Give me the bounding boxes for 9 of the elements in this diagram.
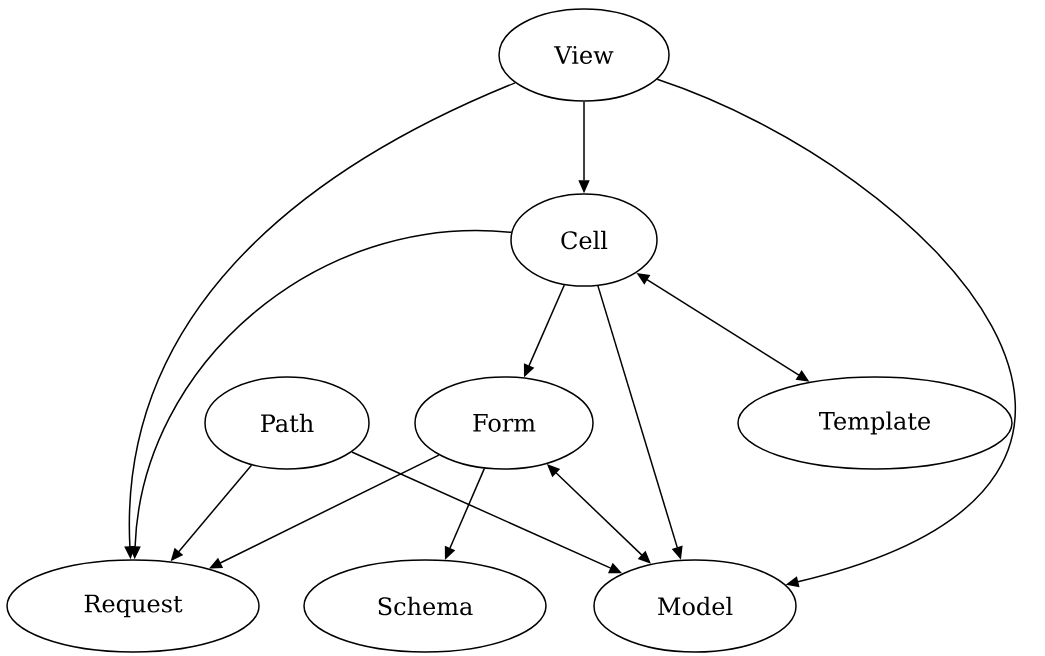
ellipse-node: Model [593,559,797,653]
ellipse-node: Form [414,376,594,470]
ellipse-node: View [498,8,670,102]
ellipse-node: Template [737,376,1013,470]
ellipse-node: Request [6,559,260,653]
ellipse-node: Path [204,376,370,470]
ellipse-node: Cell [510,193,658,287]
ellipse-node: Schema [303,559,547,653]
arrow [656,78,1015,588]
